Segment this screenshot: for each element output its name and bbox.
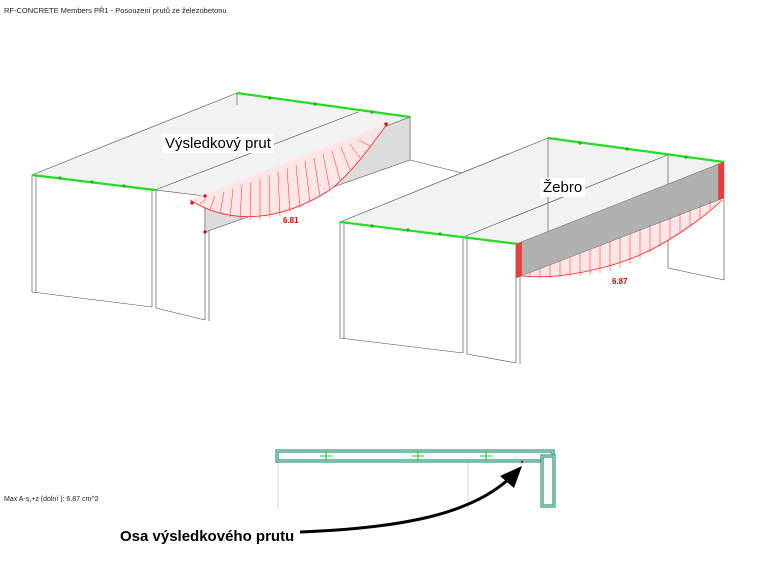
right-max-value: 6.87 — [612, 277, 628, 286]
annotation-arrow — [299, 466, 522, 534]
section-view — [275, 449, 556, 510]
window-title: RF-CONCRETE Members PŘ1 - Posouzení prut… — [4, 6, 227, 15]
annotation-label: Osa výsledkového prutu — [120, 528, 295, 545]
right-reinforcement-diagram — [521, 199, 723, 278]
callout-rib: Žebro — [540, 178, 586, 197]
max-readout: Max A-s,+z (dolní ): 6.87 cm^2 — [4, 496, 99, 503]
right-highlight-members — [339, 136, 725, 246]
left-max-value: 6.81 — [283, 216, 299, 225]
left-reinforcement-diagram — [189, 122, 389, 234]
callout-result-member: Výsledkový prut — [162, 134, 274, 153]
